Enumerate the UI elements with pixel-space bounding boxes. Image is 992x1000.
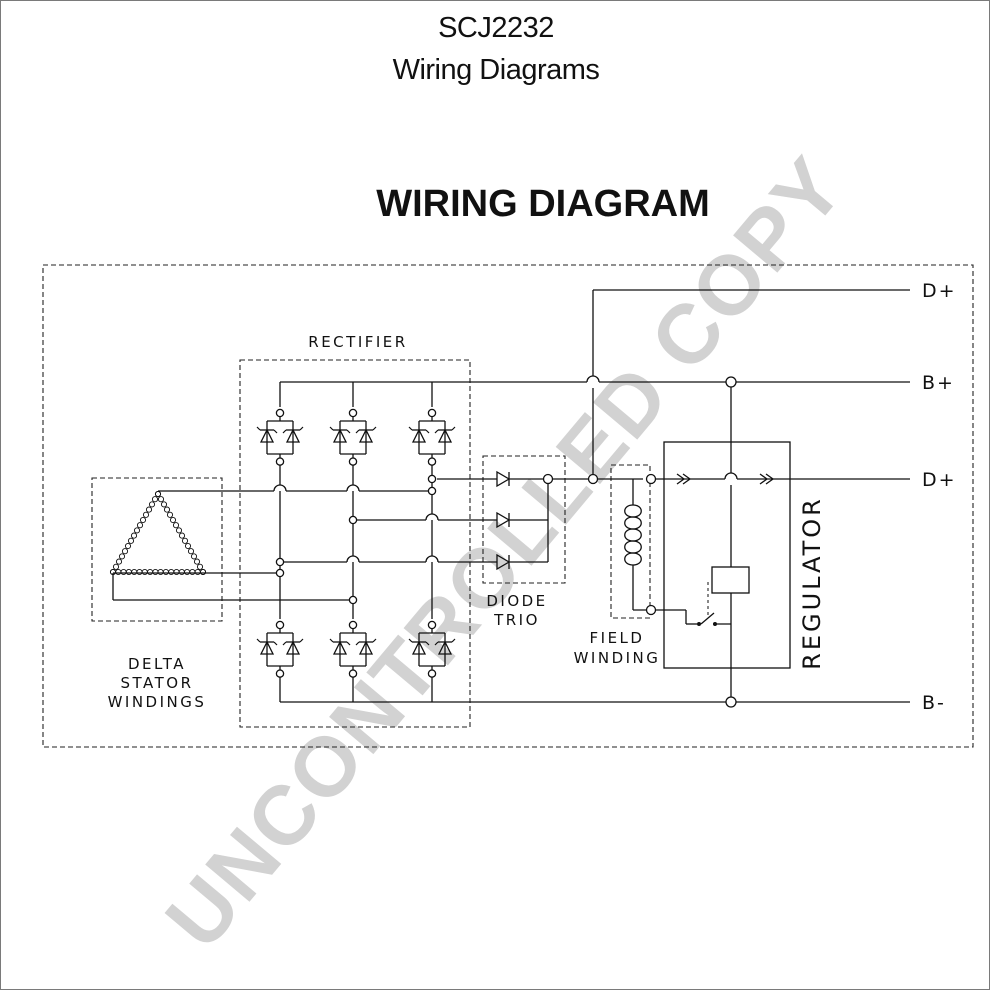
coil-turn xyxy=(193,558,201,565)
coil-turn xyxy=(145,506,153,513)
coil-turn xyxy=(196,563,204,570)
delta-stator-label: WINDINGS xyxy=(108,693,207,711)
coil-turn xyxy=(115,568,122,576)
coil-turn xyxy=(160,501,168,508)
coil-turn xyxy=(148,501,156,508)
coil-turn xyxy=(136,568,143,576)
coil-turn xyxy=(178,568,185,576)
coil-turn xyxy=(187,548,195,555)
field-winding-label: FIELD xyxy=(590,629,645,647)
coil-turn xyxy=(124,542,132,550)
coil-turn xyxy=(184,542,192,550)
diode-trio-label: DIODE xyxy=(486,592,547,610)
coil-turn xyxy=(120,568,127,576)
rectifier-diode-pair xyxy=(256,620,304,678)
coil-turn xyxy=(157,496,165,503)
regulator-box xyxy=(663,441,791,669)
terminal-b-minus: B- xyxy=(922,692,946,714)
coil-turn xyxy=(172,522,180,529)
d-plus-arrows xyxy=(676,473,775,485)
coil-turn xyxy=(168,568,175,576)
rectifier-label: RECTIFIER xyxy=(308,333,407,351)
coil-turn xyxy=(127,537,135,544)
coil-turn xyxy=(112,563,120,570)
delta-stator-label: DELTA xyxy=(128,655,186,673)
coil-turn xyxy=(115,558,123,565)
coil-turn xyxy=(190,553,198,560)
rectifier-diode-pair xyxy=(408,408,456,466)
document-id: SCJ2232 xyxy=(438,12,554,44)
coil-turn xyxy=(157,568,164,576)
coil-turn xyxy=(166,511,174,518)
coil-turn xyxy=(121,548,129,555)
coil-turn xyxy=(189,568,196,576)
coil-turn xyxy=(130,532,138,539)
coil-turn xyxy=(139,516,147,524)
watermark-text: UNCONTROLLED COPY xyxy=(147,139,862,965)
delta-stator-box xyxy=(91,477,223,622)
outer-enclosure xyxy=(42,264,974,748)
coil-turn xyxy=(184,568,191,576)
coil-turn xyxy=(133,527,141,534)
terminal-b-plus: B+ xyxy=(922,372,955,394)
coil-turn xyxy=(151,496,159,503)
coil-turn xyxy=(178,532,186,539)
junctions xyxy=(275,376,737,708)
coil-turn xyxy=(118,553,126,560)
terminal-d-plus: D+ xyxy=(922,469,957,491)
coil-turn xyxy=(175,527,183,534)
delta-stator-label: STATOR xyxy=(120,674,193,692)
document-subtitle: Wiring Diagrams xyxy=(392,54,600,86)
field-winding-box xyxy=(610,464,651,619)
rectifier-diode-pair xyxy=(329,408,377,466)
coil-turn xyxy=(173,568,180,576)
delta-stator-coil xyxy=(109,490,207,576)
coil-turn xyxy=(125,568,132,576)
wires xyxy=(112,289,910,703)
diagram-title: WIRING DIAGRAM xyxy=(376,183,710,225)
coil-turn xyxy=(152,568,159,576)
rectifier-box xyxy=(239,359,471,728)
coil-turn xyxy=(162,568,169,576)
diode-trio-label: TRIO xyxy=(493,611,540,629)
coil-turn xyxy=(141,568,148,576)
coil-turn xyxy=(136,522,144,529)
terminal-d-plus-top: D+ xyxy=(922,280,957,302)
coil-turn xyxy=(199,568,207,576)
rectifier-diode-pair xyxy=(256,408,304,466)
relay-coil xyxy=(711,566,750,594)
coil-turn xyxy=(142,511,150,518)
coil-turn xyxy=(169,516,177,524)
coil-turn xyxy=(147,568,154,576)
coil-turn xyxy=(163,506,171,513)
coil-turn xyxy=(131,568,138,576)
field-coil xyxy=(624,504,642,573)
coil-turn xyxy=(181,537,189,544)
field-winding-label: WINDING xyxy=(574,649,661,667)
regulator-label: REGULATOR xyxy=(798,496,826,670)
coil-turn xyxy=(194,568,201,576)
coil-turn xyxy=(154,490,162,498)
